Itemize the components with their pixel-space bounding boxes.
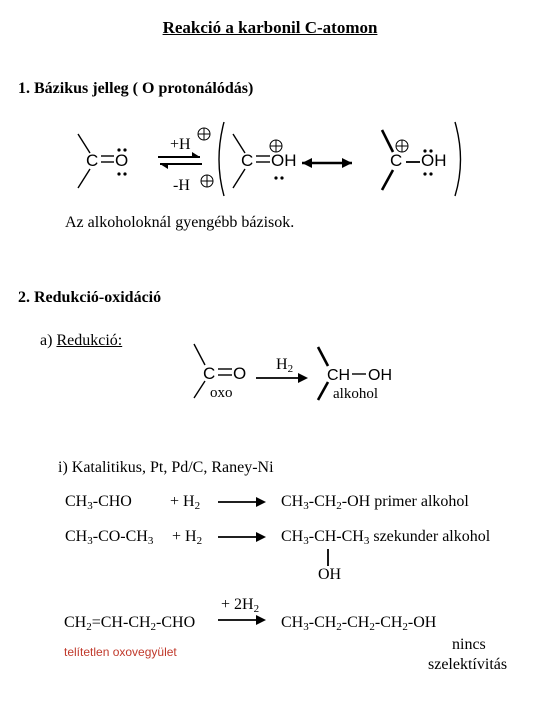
selectivity-label: szelektívitás — [428, 656, 508, 673]
eq3-reagent: + 2H2 — [221, 596, 260, 615]
alcohol-ch: CH — [327, 367, 351, 384]
catalytic-line: i) Katalitikus, Pt, Pd/C, Raney-Ni — [58, 459, 274, 476]
protonated-carbon: C — [241, 151, 254, 170]
eq3-reactant: CH2=CH-CH2-CHO — [64, 614, 196, 633]
eq2-product: CH3-CH-CH3 szekunder alkohol — [281, 528, 491, 547]
base-note: Az alkoholoknál gyengébb bázisok. — [65, 214, 295, 231]
reduction-label: Redukció: — [56, 332, 123, 349]
reduction-subheading: a) Redukció: — [40, 332, 122, 350]
section-1-heading: 1. Bázikus jelleg ( O protonálódás) — [18, 80, 254, 97]
charge-signs — [197, 127, 409, 188]
unsaturated-label: telítetlen oxovegyület — [64, 645, 177, 659]
nincs-label: nincs — [452, 636, 486, 653]
h2-symbol: H — [276, 356, 288, 373]
eq1-label: primer alkohol — [374, 493, 469, 510]
reduction-prefix: a) — [40, 332, 53, 349]
oxo-oxygen: O — [233, 364, 247, 383]
lone-pairs — [117, 148, 433, 180]
plus-h-label: +H — [170, 136, 191, 153]
arrow-heads — [160, 152, 352, 625]
carbonyl-oxygen: O — [115, 151, 129, 170]
eq1-reagent: + H2 — [170, 493, 201, 512]
section-2-heading: 2. Redukció-oxidáció — [18, 289, 162, 306]
protonated-oh: OH — [271, 151, 297, 170]
eq2-reagent: + H2 — [172, 528, 203, 547]
eq2-reactant: CH3-CO-CH3 — [65, 528, 154, 547]
eq1-reactant: CH3-CHO — [65, 493, 132, 512]
resonance-carbon: C — [390, 151, 403, 170]
eq2-oh: OH — [318, 566, 342, 583]
resonance-oh: OH — [421, 151, 447, 170]
page-title: Reakció a karbonil C-atomon — [162, 18, 378, 37]
h2-subscript: 2 — [287, 363, 294, 375]
carbonyl-carbon: C — [86, 151, 99, 170]
oxo-carbon: C — [203, 364, 216, 383]
eq1-product: CH3-CH2-OH primer alkohol — [281, 493, 469, 512]
alcohol-label: alkohol — [333, 386, 378, 402]
minus-h-label: -H — [173, 177, 190, 194]
h2-reagent: H2 — [276, 356, 294, 375]
alcohol-oh: OH — [368, 367, 392, 384]
oxo-label: oxo — [210, 385, 233, 401]
eq2-label: szekunder alkohol — [373, 528, 491, 545]
eq3-product: CH3-CH2-CH2-CH2-OH — [281, 614, 437, 633]
